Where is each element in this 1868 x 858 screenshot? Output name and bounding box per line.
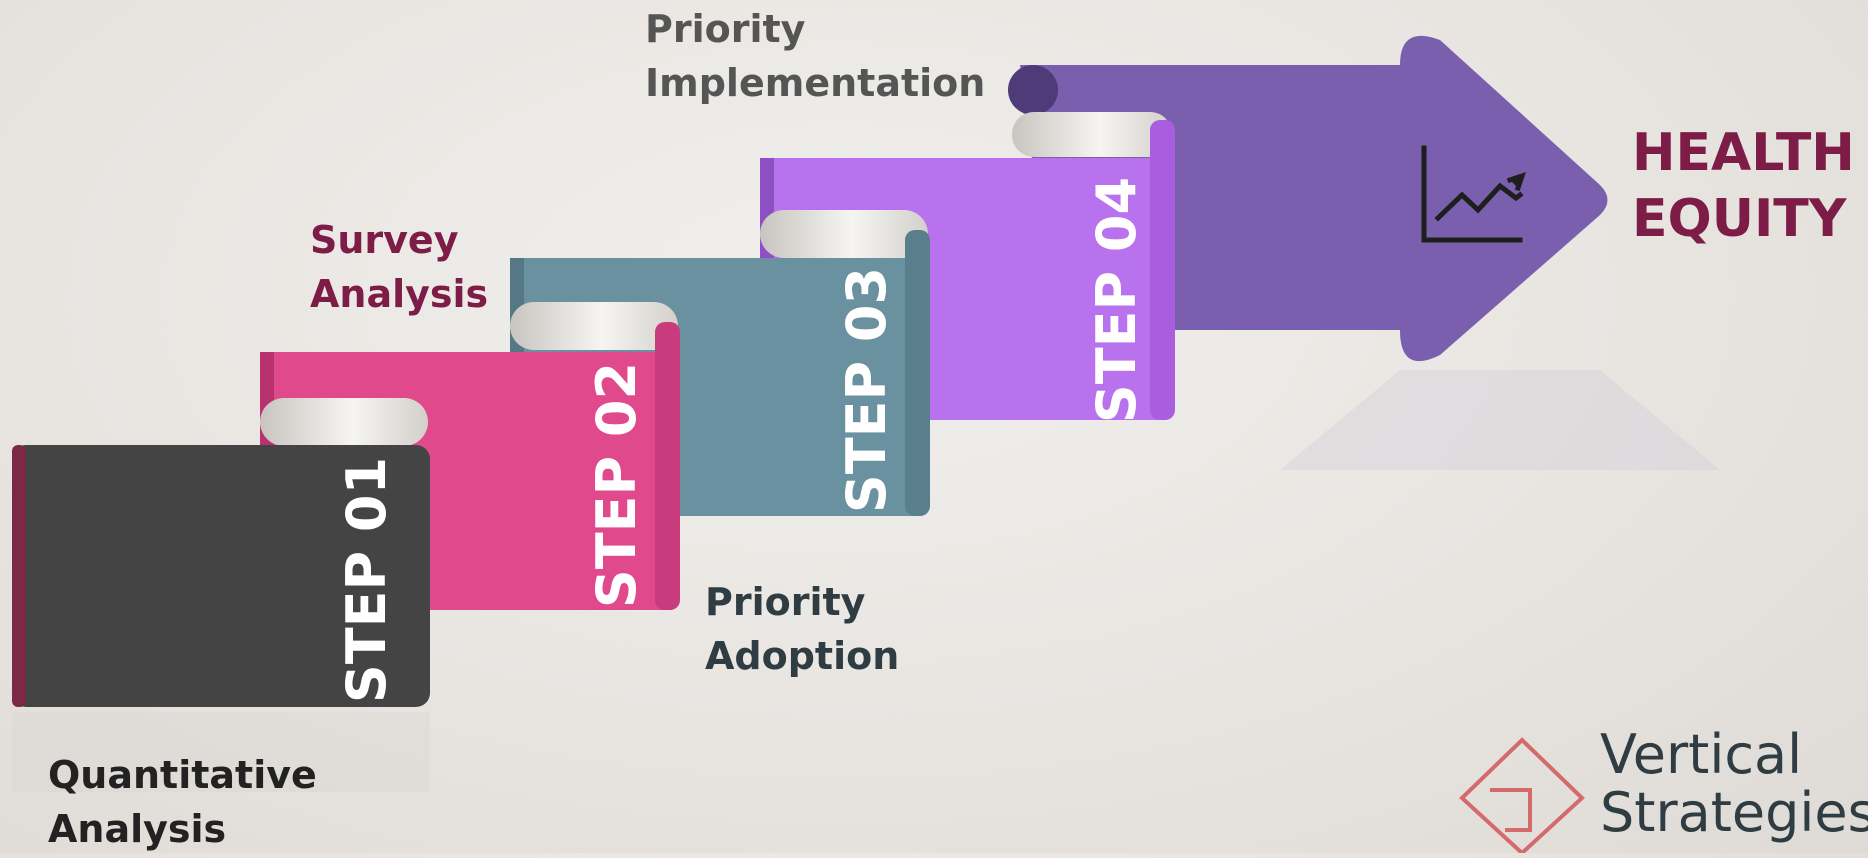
step-04-caption-line-1: Priority <box>645 7 806 51</box>
step-01-caption-line-1: Quantitative <box>48 753 317 797</box>
step-01-caption: Quantitative Analysis <box>48 748 317 856</box>
step-01-caption-line-2: Analysis <box>48 807 227 851</box>
trending-up-chart-icon <box>1421 145 1526 243</box>
goal-label: HEALTH EQUITY <box>1632 120 1855 252</box>
step-02-caption-line-2: Analysis <box>310 272 489 316</box>
brand-line-1: Vertical <box>1600 723 1803 786</box>
step-04-caption-line-2: Implementation <box>645 61 986 105</box>
step-02-caption: Survey Analysis <box>310 213 488 321</box>
goal-line-2: EQUITY <box>1632 189 1847 249</box>
step-02-label: STEP 02 <box>585 362 648 608</box>
step-03-caption: Priority Adoption <box>705 575 899 683</box>
step-02-caption-line-1: Survey <box>310 218 459 262</box>
brand-line-2: Strategies <box>1600 781 1868 844</box>
step-04-caption: Priority Implementation <box>645 2 985 110</box>
diamond-logo <box>1459 737 1585 856</box>
step-03-caption-line-1: Priority <box>705 580 866 624</box>
step-01-label: STEP 01 <box>335 457 398 703</box>
step-03-caption-line-2: Adoption <box>705 634 900 678</box>
step-01-card: STEP 01 <box>12 398 430 792</box>
step-03-label: STEP 03 <box>835 267 898 513</box>
brand-wordmark: Vertical Strategies <box>1600 726 1868 842</box>
step-04-label: STEP 04 <box>1085 177 1148 423</box>
goal-line-1: HEALTH <box>1632 123 1855 183</box>
